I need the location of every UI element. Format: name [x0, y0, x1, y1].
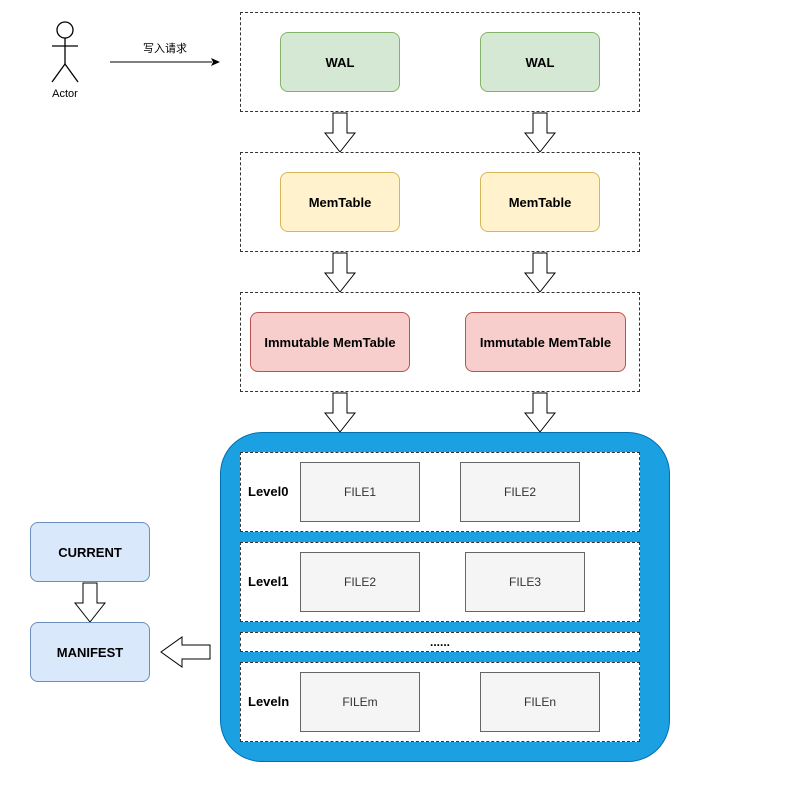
- leveln-file-1[interactable]: FILEm: [300, 672, 420, 732]
- down-arrow-mem-imm-1: [323, 252, 357, 293]
- write-request-label: 写入请求: [143, 43, 187, 55]
- manifest-node[interactable]: MANIFEST: [30, 622, 150, 682]
- level0-label: Level0: [248, 484, 289, 499]
- down-arrow-imm-sst-1: [323, 392, 357, 433]
- leveln-label: Leveln: [248, 694, 290, 709]
- actor-label: Actor: [52, 88, 78, 100]
- left-arrow-sst-manifest: [160, 636, 211, 668]
- memtable-node-2[interactable]: MemTable: [480, 172, 600, 232]
- write-request-arrow: [110, 58, 220, 66]
- immutable-memtable-node-2[interactable]: Immutable MemTable: [465, 312, 626, 372]
- actor-icon: [51, 21, 79, 83]
- down-arrow-imm-sst-2: [523, 392, 557, 433]
- down-arrow-current-manifest: [73, 582, 107, 623]
- level1-file-1[interactable]: FILE2: [300, 552, 420, 612]
- memtable-node-1[interactable]: MemTable: [280, 172, 400, 232]
- level1-file-2[interactable]: FILE3: [465, 552, 585, 612]
- wal-node-1[interactable]: WAL: [280, 32, 400, 92]
- down-arrow-wal-mem-2: [523, 112, 557, 153]
- current-node[interactable]: CURRENT: [30, 522, 150, 582]
- level0-file-2[interactable]: FILE2: [460, 462, 580, 522]
- down-arrow-wal-mem-1: [323, 112, 357, 153]
- level0-file-1[interactable]: FILE1: [300, 462, 420, 522]
- down-arrow-mem-imm-2: [523, 252, 557, 293]
- leveln-file-2[interactable]: FILEn: [480, 672, 600, 732]
- level1-label: Level1: [248, 574, 289, 589]
- ellipsis-row: ......: [240, 632, 640, 652]
- wal-node-2[interactable]: WAL: [480, 32, 600, 92]
- immutable-memtable-node-1[interactable]: Immutable MemTable: [250, 312, 410, 372]
